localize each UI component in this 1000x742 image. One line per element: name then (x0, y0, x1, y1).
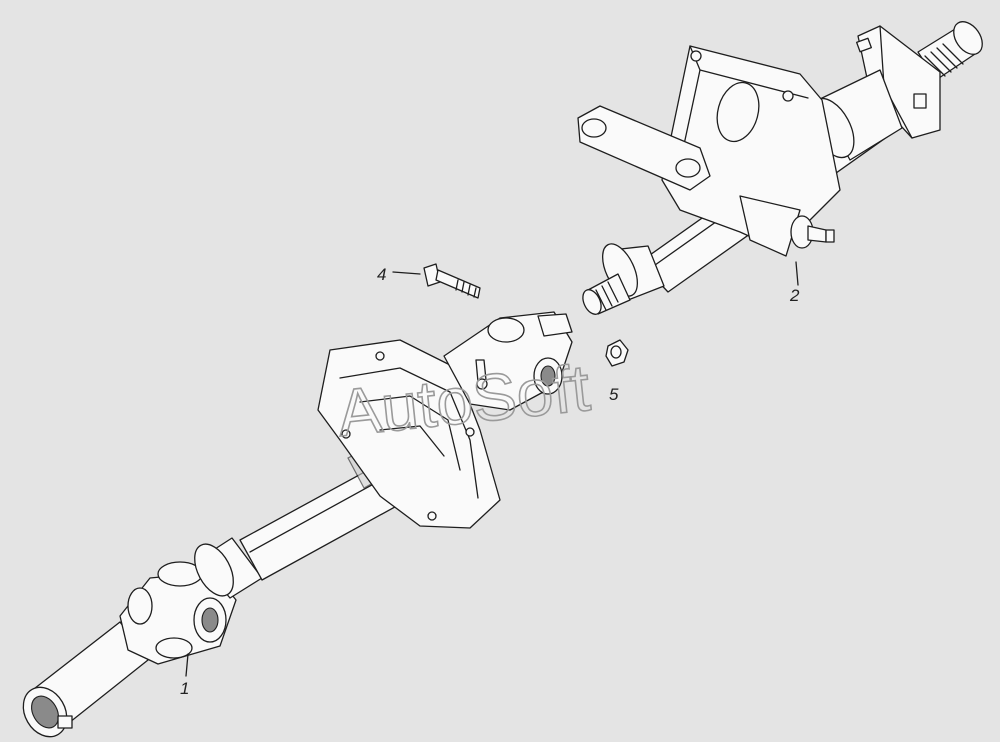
callout-label-5: 5 (609, 385, 619, 404)
part-4-bolt (392, 263, 481, 299)
callout-label-1: 1 (180, 679, 189, 698)
part-5-nut (605, 339, 629, 367)
callout-label-2: 2 (789, 286, 800, 305)
callout-label-4: 4 (377, 265, 386, 284)
part-2-steering-column-housing (577, 21, 983, 315)
part-1-cardan-shaft (22, 311, 573, 738)
